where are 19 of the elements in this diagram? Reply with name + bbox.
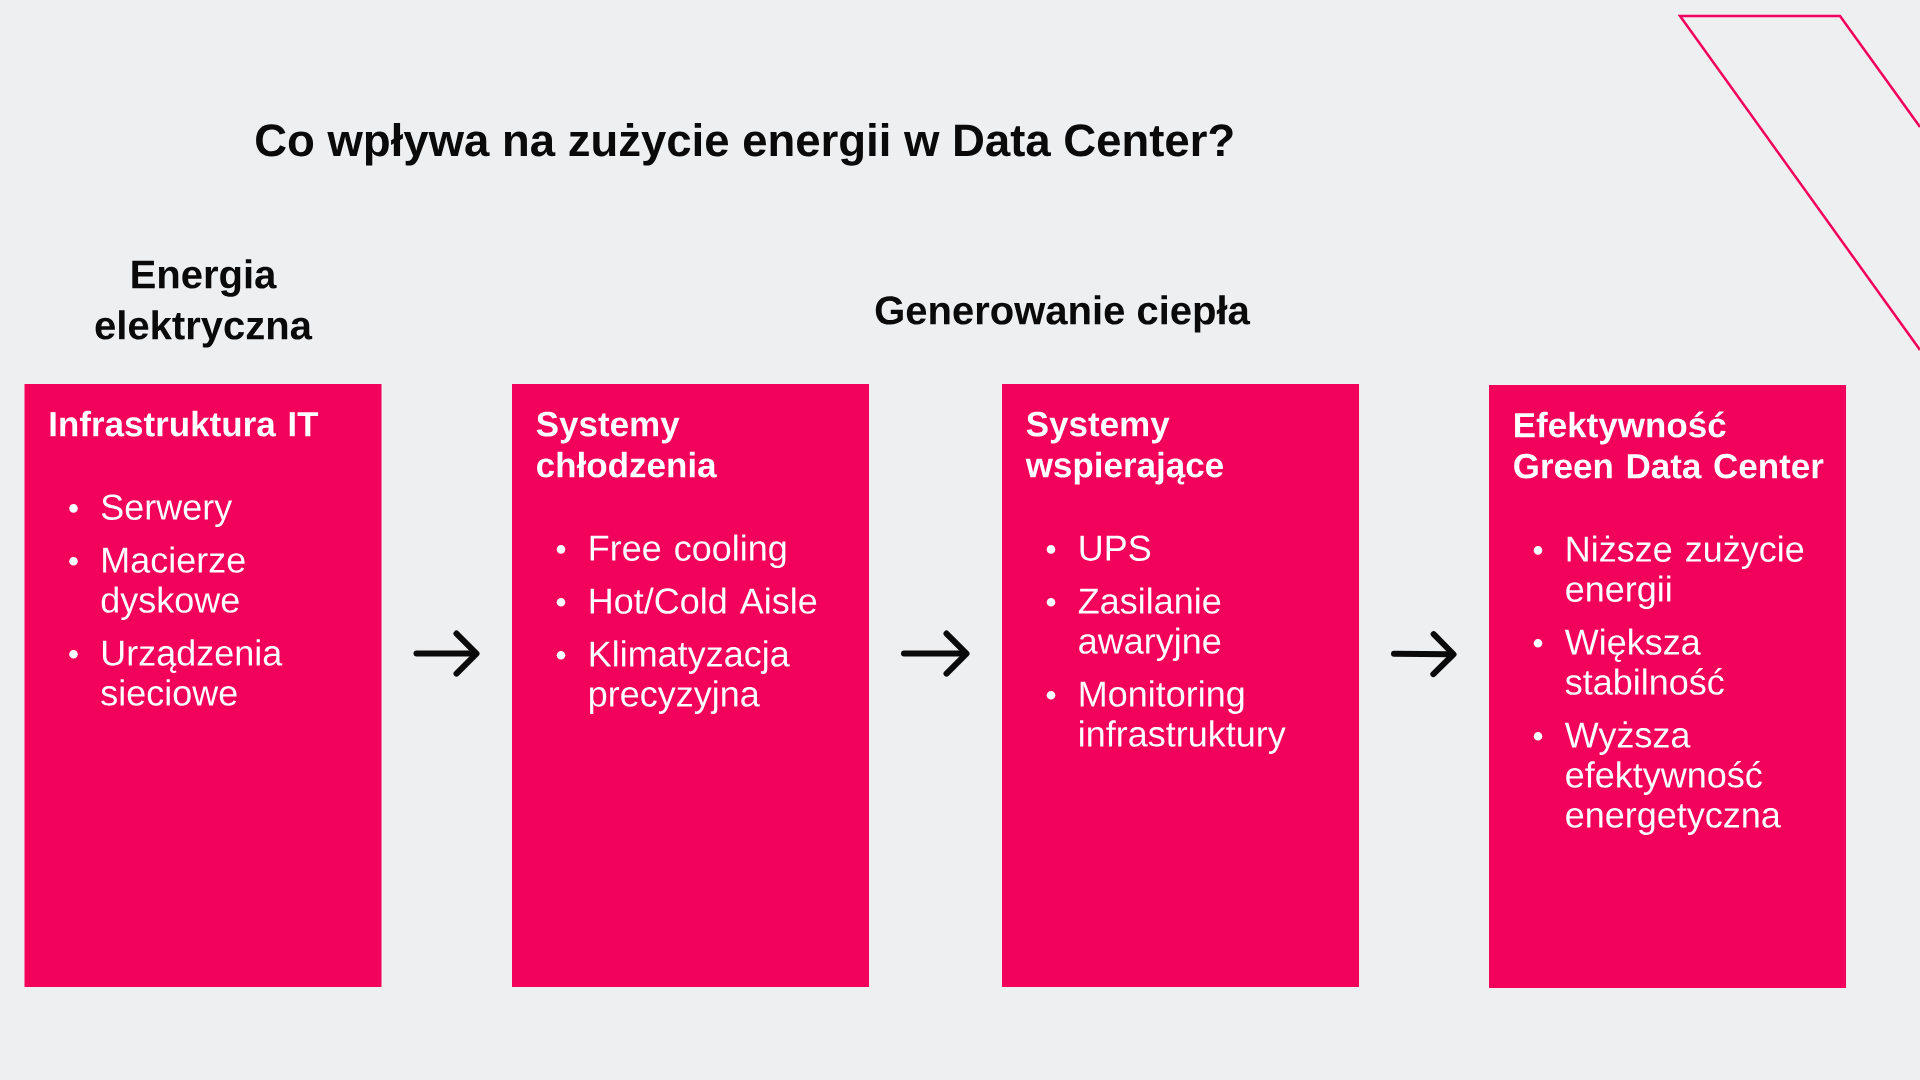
- list-item: Serwery: [101, 494, 233, 528]
- box-heading: Systemy chłodzenia: [536, 411, 717, 478]
- list-item: UPS: [1080, 535, 1151, 561]
- list-item: Macierze dyskowe: [101, 546, 245, 620]
- list-item: Zasilanie awaryjne: [1078, 587, 1221, 661]
- section-heading: Generowanie ciepła: [875, 295, 1251, 333]
- list-item: Urządzenia sieciowe: [101, 639, 283, 706]
- box-heading: Systemy wspierające: [1025, 411, 1223, 485]
- section-heading: Energia elektryczna: [95, 259, 313, 348]
- list-item: Hot/Cold Aisle: [590, 587, 817, 614]
- list-item: Większa stabilność: [1564, 628, 1724, 695]
- title: Co wpływa na zużycie energii w Data Center?: [256, 123, 1233, 166]
- list-item: Monitoring infrastruktury: [1080, 680, 1286, 754]
- box-heading: Efektywność Green Data Center: [1514, 411, 1824, 479]
- box-heading: Infrastruktura IT: [50, 410, 319, 437]
- list-item: Wyższa efektywność energetyczna: [1564, 721, 1781, 835]
- list-item: Niższe zużycie energii: [1566, 535, 1804, 610]
- list-item: Klimatyzacja precyzyjna: [590, 640, 790, 714]
- list-item: Free cooling: [590, 534, 786, 569]
